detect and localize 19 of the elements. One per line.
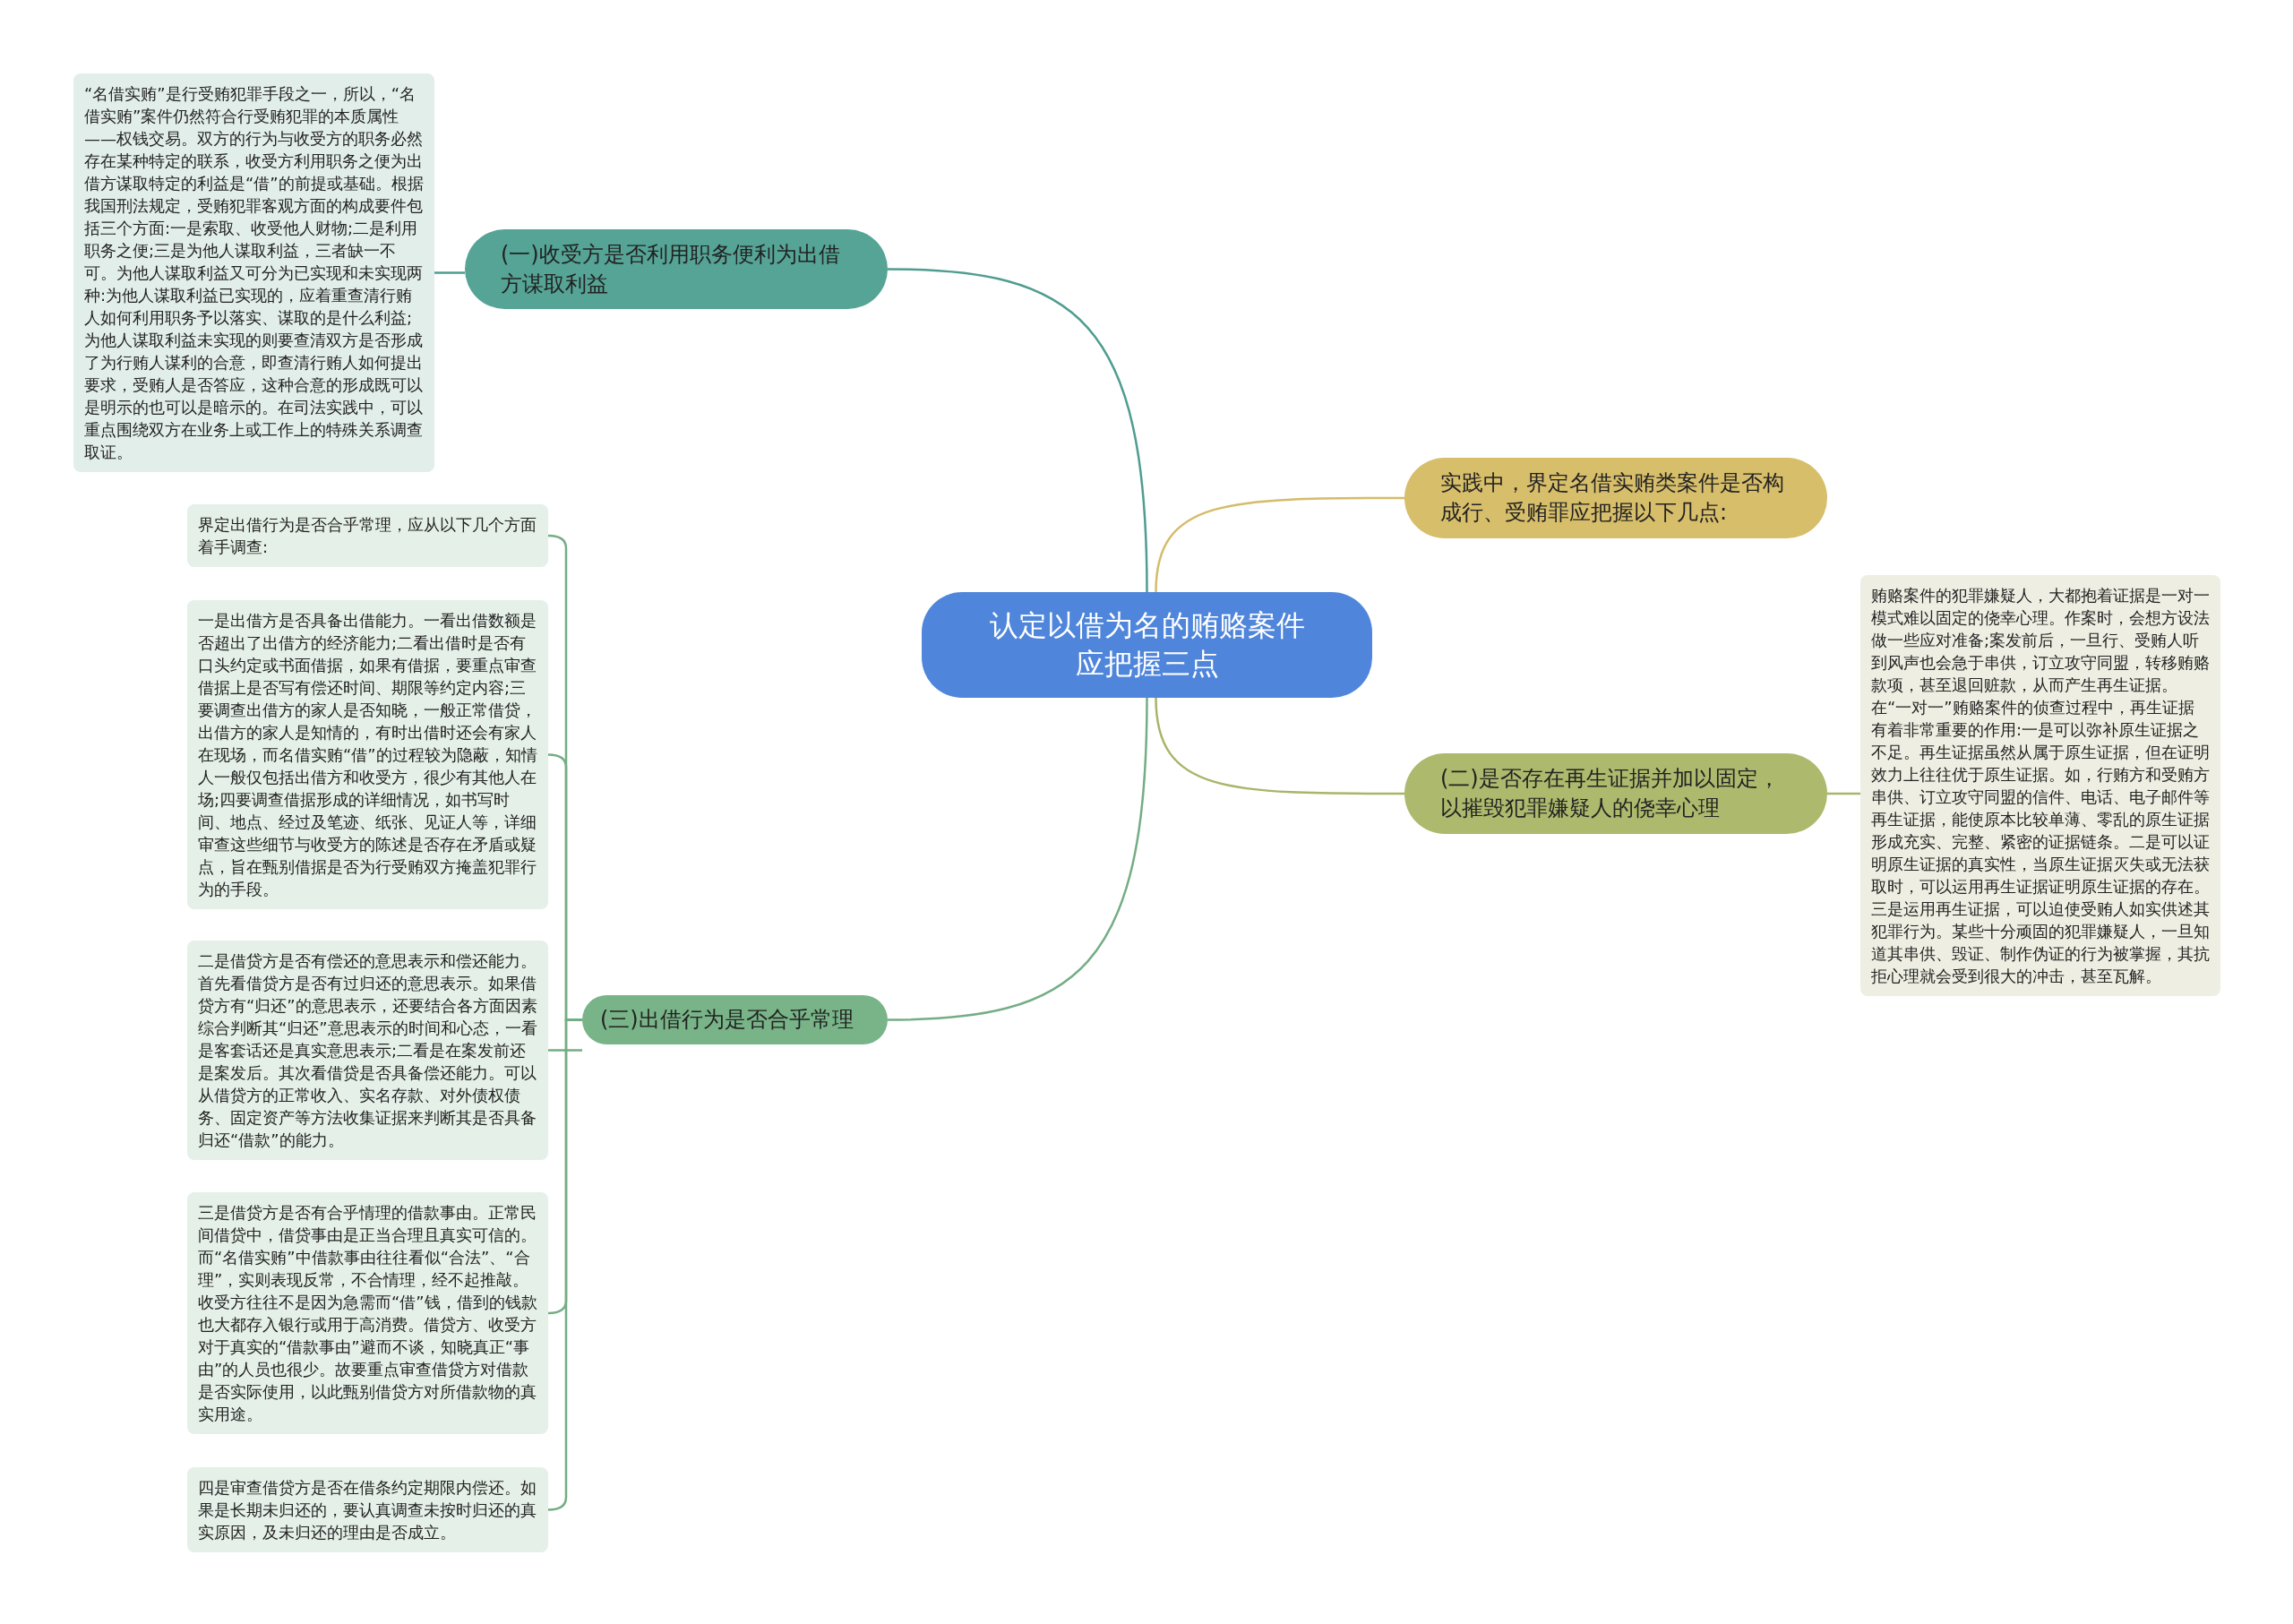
topic-box: 实践中，界定名借实贿类案件是否构成行、受贿罪应把握以下几点: [1404, 458, 1827, 538]
connector-line [1155, 697, 1404, 795]
note-box: 三是借贷方是否有合乎情理的借款事由。正常民间借贷中，借贷事由是正当合理且真实可信的。而“名借实贿”中借款事由往往看似“合法”、“合理”，实则表现反常，不合情理，经不起推敲。收受方往往不是因为急需而“借”钱，借到的钱款也大都存入银行或用于高消费。借贷方、收受方对于真实的“借款事由”避而不谈，知晓真正“事由”的人员也很少。故要重点审查借贷方对借款是否实际使用，以此甄别借贷方对所借款物的真实用途。 [187, 1192, 548, 1434]
connector-line [548, 1049, 582, 1052]
connector-line [434, 271, 465, 274]
central-topic: 认定以借为名的贿赂案件应把握三点 [922, 592, 1372, 698]
note-box: “名借实贿”是行受贿犯罪手段之一，所以，“名借实贿”案件仍然符合行受贿犯罪的本质属性——权钱交易。双方的行为与收受方的职务必然存在某种特定的联系，收受方利用职务之便为出借方谋取特定的利益是“借”的前提或基础。根据我国刑法规定，受贿犯罪客观方面的构成要件包括三个方面:一是索取、收受他人财物;二是利用职务之便;三是为他人谋取利益，三者缺一不可。为他人谋取利益又可分为已实现和未实现两种:为他人谋取利益已实现的，应着重查清行贿人如何利用职务予以落实、谋取的是什么利益;为他人谋取利益未实现的则要查清双方是否形成了为行贿人谋利的合意，即查清行贿人如何提出要求，受贿人是否答应，这种合意的形成既可以是明示的也可以是暗示的。在司法实践中，可以重点围绕双方在业务上或工作上的特殊关系调查取证。 [73, 73, 434, 472]
topic-box: (三)出借行为是否合乎常理 [582, 995, 888, 1044]
connector-line [887, 697, 1148, 1021]
connector-line [887, 268, 1148, 593]
note-box: 贿赂案件的犯罪嫌疑人，大都抱着证据是一对一模式难以固定的侥幸心理。作案时，会想方设法做一些应对准备;案发前后，一旦行、受贿人听到风声也会急于串供，订立攻守同盟，转移贿赂款项，甚至退回赃款，从而产生再生证据。在“一对一”贿赂案件的侦查过程中，再生证据有着非常重要的作用:一是可以弥补原生证据之不足。再生证据虽然从属于原生证据，但在证明效力上往往优于原生证据。如，行贿方和受贿方串供、订立攻守同盟的信件、电话、电子邮件等再生证据，能使原本比较单薄、零乱的原生证据形成充实、完整、紧密的证据链条。二是可以证明原生证据的真实性，当原生证据灭失或无法获取时，可以运用再生证据证明原生证据的存在。三是运用再生证据，可以迫使受贿人如实供述其犯罪行为。某些十分顽固的犯罪嫌疑人，一旦知道其串供、毁证、制作伪证的行为被掌握，其抗拒心理就会受到很大的冲击，甚至瓦解。 [1860, 575, 2220, 996]
note-box: 一是出借方是否具备出借能力。一看出借数额是否超出了出借方的经济能力;二看出借时是否有口头约定或书面借据，如果有借据，要重点审查借据上是否写有偿还时间、期限等约定内容;三要调查出借方的家人是否知晓，一般正常借贷，出借方的家人是知情的，有时出借时还会有家人在现场，而名借实贿“借”的过程较为隐蔽，知情人一般仅包括出借方和收受方，很少有其他人在场;四要调查借据形成的详细情况，如书写时间、地点、经过及笔迹、纸张、见证人等，详细审查这些细节与收受方的陈述是否存在矛盾或疑点，旨在甄别借据是否为行受贿双方掩盖犯罪行为的手段。 [187, 600, 548, 909]
note-box: 界定出借行为是否合乎常理，应从以下几个方面着手调查: [187, 504, 548, 567]
note-box: 二是借贷方是否有偿还的意思表示和偿还能力。首先看借贷方是否有过归还的意思表示。如果借贷方有“归还”的意思表示，还要结合各方面因素综合判断其“归还”意思表示的时间和心态，一看是客套话还是真实意思表示;二看是在案发前还是案发后。其次看借贷是否具备偿还能力。可以从借贷方的正常收入、实名存款、对外债权债务、固定资产等方法收集证据来判断其是否具备归还“借款”的能力。 [187, 941, 548, 1160]
connector-line [1155, 496, 1404, 593]
topic-box: (一)收受方是否利用职务便利为出借方谋取利益 [465, 229, 888, 309]
connector-line [1827, 792, 1860, 795]
topic-box: (二)是否存在再生证据并加以固定，以摧毁犯罪嫌疑人的侥幸心理 [1404, 753, 1827, 834]
note-box: 四是审查借贷方是否在借条约定期限内偿还。如果是长期未归还的，要认真调查未按时归还的真实原因，及未归还的理由是否成立。 [187, 1467, 548, 1552]
